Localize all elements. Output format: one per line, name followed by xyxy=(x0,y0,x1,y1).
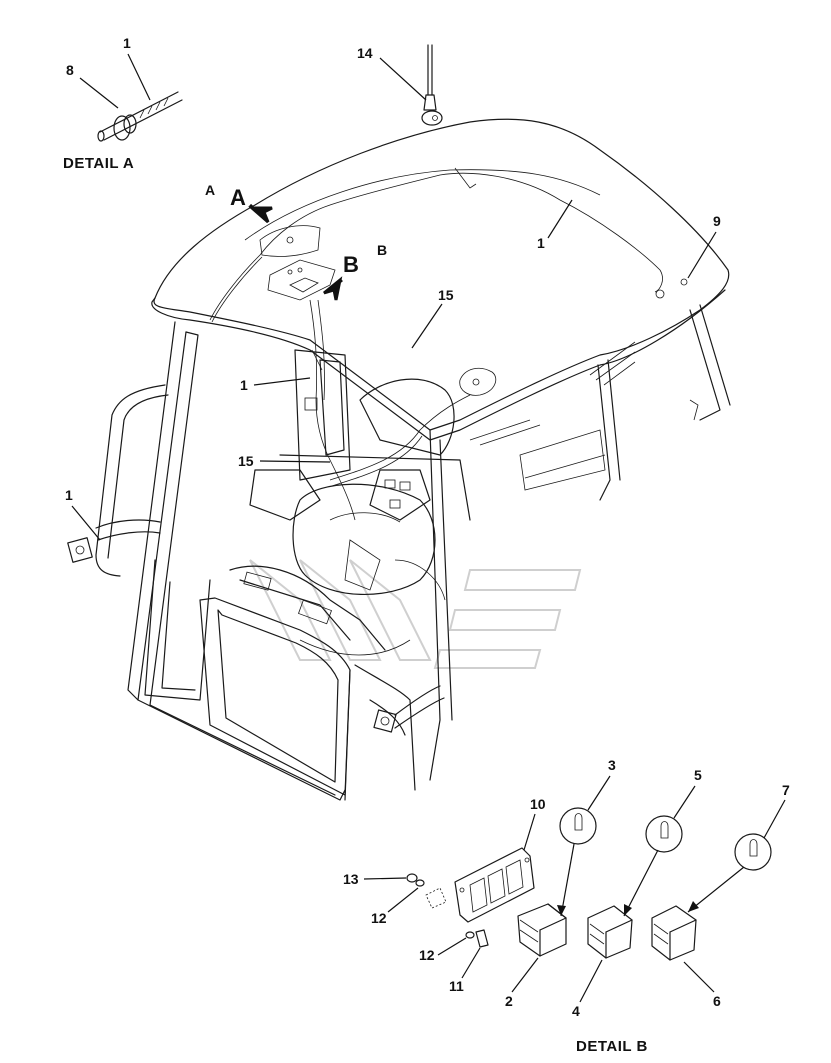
callout-12-upper: 12 xyxy=(371,910,387,926)
decal-sheet xyxy=(425,887,447,909)
callout-1-pillar: 1 xyxy=(240,377,248,393)
callout-5: 5 xyxy=(694,767,702,783)
callout-3: 3 xyxy=(608,757,616,773)
nut-13 xyxy=(406,873,418,883)
leader-7 xyxy=(763,799,786,839)
leader-3 xyxy=(587,775,611,811)
leader-2 xyxy=(511,957,539,993)
leader-1-left xyxy=(71,505,101,541)
callout-9: 9 xyxy=(713,213,721,229)
leader-1-detail-a xyxy=(127,53,151,101)
callout-10: 10 xyxy=(530,796,546,812)
leader-9 xyxy=(687,231,717,279)
switch-plate xyxy=(454,847,535,923)
leader-11 xyxy=(461,947,481,979)
rear-pillar-harness xyxy=(229,299,471,656)
leader-1-roof xyxy=(547,199,573,239)
callout-15-roof: 15 xyxy=(438,287,454,303)
view-a-arrow-label: A xyxy=(230,185,246,210)
leader-4 xyxy=(579,959,603,1003)
detail-a-grommet xyxy=(97,91,183,142)
callout-15-console: 15 xyxy=(238,453,254,469)
callout-13: 13 xyxy=(343,871,359,887)
detail-b-caption: DETAIL B xyxy=(576,1038,648,1055)
antenna xyxy=(421,44,443,126)
detail-a-caption: DETAIL A xyxy=(63,155,134,172)
leader-15-roof xyxy=(411,303,443,349)
rocker-switch-6 xyxy=(651,905,697,961)
callout-1-detail-a: 1 xyxy=(123,35,131,51)
callout-1-roof: 1 xyxy=(537,235,545,251)
callout-12-lower: 12 xyxy=(419,947,435,963)
washer-12-upper xyxy=(415,879,425,887)
callout-2: 2 xyxy=(505,993,513,1009)
bulb-5 xyxy=(623,815,683,917)
rocker-switch-4 xyxy=(587,905,633,959)
callout-4: 4 xyxy=(572,1003,580,1019)
callout-1-left: 1 xyxy=(65,487,73,503)
leader-15-console xyxy=(259,460,331,463)
callout-11: 11 xyxy=(449,978,464,994)
leader-14 xyxy=(379,57,427,101)
leader-8 xyxy=(79,77,119,109)
callout-14: 14 xyxy=(357,45,373,61)
watermark-logo xyxy=(249,559,582,669)
view-b-arrow xyxy=(323,276,343,301)
cab-roof xyxy=(151,118,730,441)
leader-12-lower xyxy=(437,937,467,956)
callout-7: 7 xyxy=(782,782,790,798)
cab-frame xyxy=(67,304,731,801)
screw-11 xyxy=(475,929,489,948)
view-b-arrow-label: B xyxy=(343,252,359,277)
view-b-marker: B xyxy=(377,242,387,258)
leader-13 xyxy=(363,877,407,880)
washer-12-lower xyxy=(465,931,475,939)
bulb-3 xyxy=(557,807,597,917)
leader-10 xyxy=(523,813,536,851)
callout-8: 8 xyxy=(66,62,74,78)
callout-6: 6 xyxy=(713,993,721,1009)
rocker-switch-2 xyxy=(517,903,567,957)
view-a-arrow xyxy=(248,203,273,224)
view-a-marker: A xyxy=(205,182,215,198)
leader-5 xyxy=(673,785,696,819)
bulb-7 xyxy=(687,833,772,913)
leader-1-pillar xyxy=(253,377,311,386)
leader-12-upper xyxy=(387,887,419,913)
leader-6 xyxy=(683,961,715,993)
